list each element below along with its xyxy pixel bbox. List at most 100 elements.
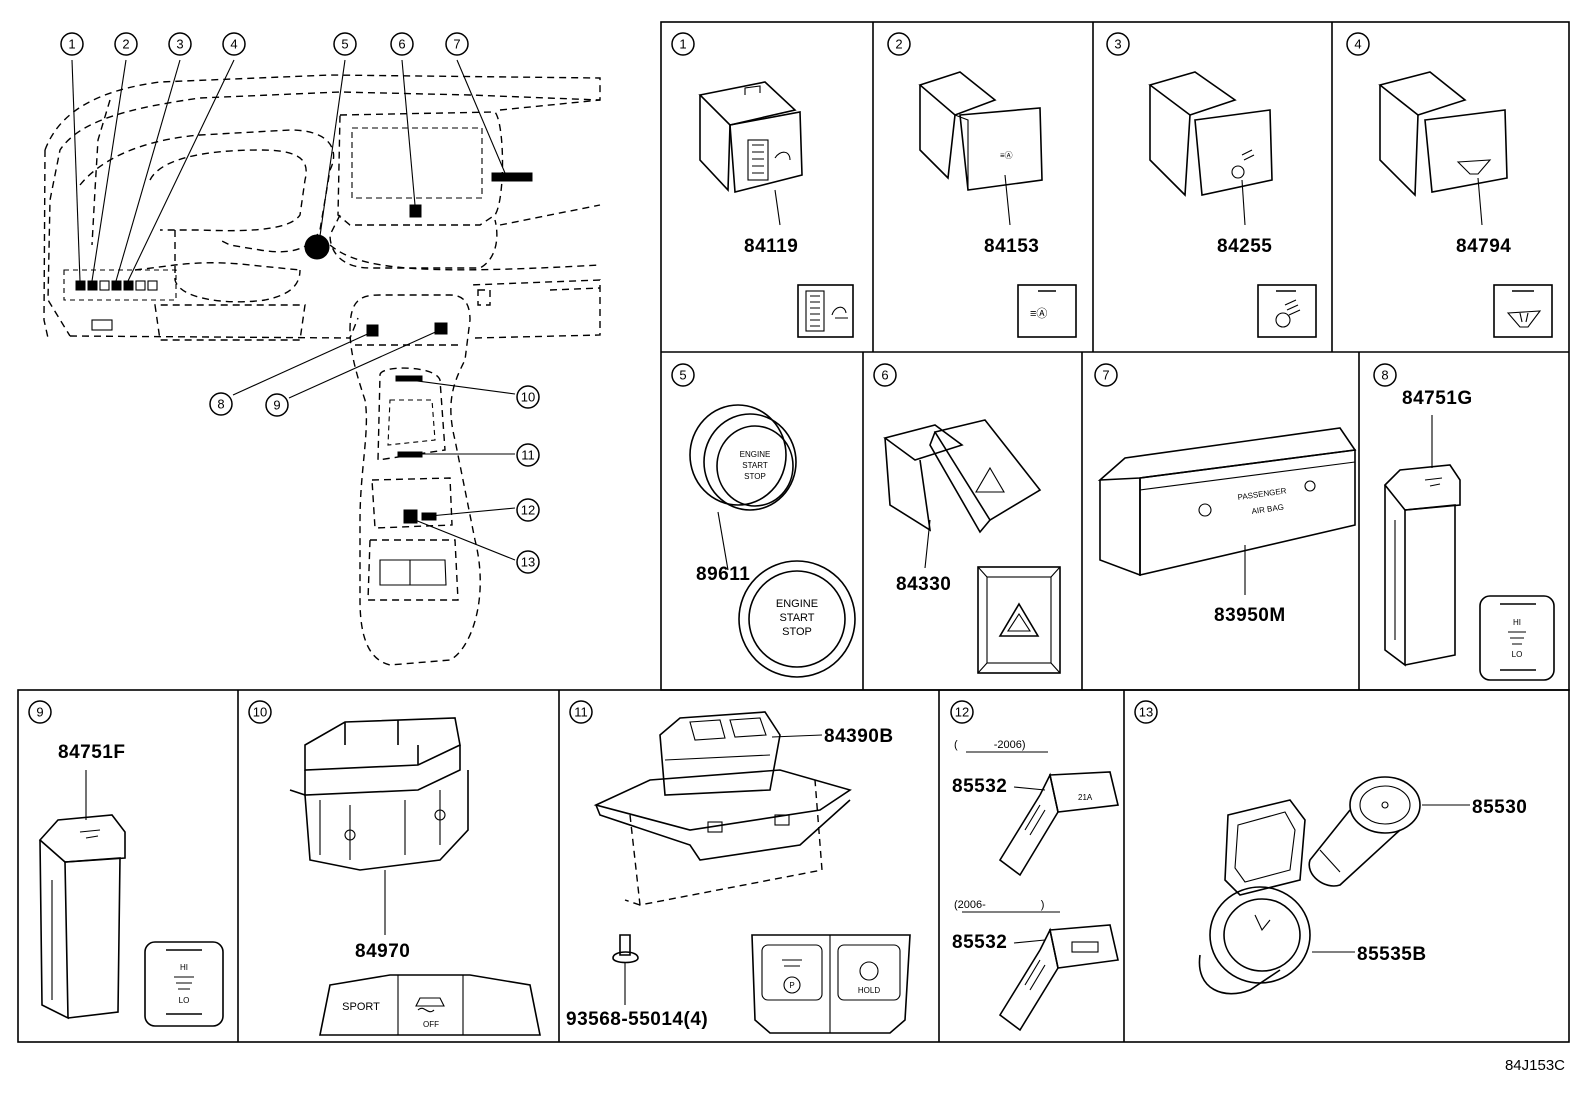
seat-heater-switch-f-illustration (38, 814, 126, 1020)
panel-8-number: 8 (1381, 368, 1388, 383)
sport-switch-face: SPORT OFF (319, 974, 541, 1036)
part-number-85530: 85530 (1472, 797, 1527, 818)
panel-12-number: 12 (955, 705, 969, 720)
start-label-3d: START (742, 461, 768, 470)
panel-1-number: 1 (679, 37, 686, 52)
hi-label-g: HI (1513, 618, 1521, 627)
callout-3: 3 (176, 37, 183, 52)
start-button-face: ENGINE START STOP (738, 560, 856, 678)
hazard-switch-illustration (883, 419, 1042, 534)
switch-84153-face: ≡Ⓐ (1017, 284, 1077, 338)
lo-label-g: LO (1512, 650, 1523, 659)
bolt-illustration (612, 934, 639, 964)
panel-12: 12 ( -2006) 85532 21A (2006- ) 85532 (950, 700, 1119, 1032)
epb-switch-illustration (593, 711, 852, 861)
panel-13-number: 13 (1139, 705, 1153, 720)
switch-84119-illustration (698, 81, 803, 194)
stop-label-3d: STOP (744, 472, 766, 481)
part-number-85532-a: 85532 (952, 776, 1007, 797)
callout-2: 2 (122, 37, 129, 52)
panel-4: 4 84794 (1346, 32, 1553, 338)
range-after-2006: (2006- ) (954, 899, 1044, 911)
panel-5-number: 5 (679, 368, 686, 383)
range-before-2006: ( -2006) (954, 739, 1026, 751)
callout-4: 4 (230, 37, 237, 52)
panel-8: 8 84751G HI LO (1373, 363, 1555, 681)
socket-b-illustration (998, 924, 1119, 1032)
part-number-84751G: 84751G (1402, 388, 1473, 409)
hold-label: HOLD (858, 986, 880, 995)
callout-10: 10 (521, 390, 535, 405)
panel-13: 13 85530 85535B (1134, 700, 1527, 995)
start-label: START (779, 612, 814, 624)
part-number-84390B: 84390B (824, 726, 894, 747)
panel-9-number: 9 (36, 705, 43, 720)
panel-2-number: 2 (895, 37, 902, 52)
off-label: OFF (423, 1020, 439, 1029)
callout-6: 6 (398, 37, 405, 52)
start-button-illustration: ENGINE START STOP (689, 404, 797, 511)
passenger-label: PASSENGER (1237, 486, 1287, 502)
callout-11: 11 (521, 448, 535, 463)
callout-13: 13 (521, 555, 535, 570)
engine-label: ENGINE (776, 598, 818, 610)
part-number-84153: 84153 (984, 236, 1039, 257)
panel-6: 6 84330 (873, 363, 1061, 674)
panel-3-number: 3 (1114, 37, 1121, 52)
diagram-code: 84J153C (1505, 1057, 1565, 1074)
switch-84794-illustration (1378, 71, 1508, 197)
panel-3: 3 84255 (1106, 32, 1317, 338)
part-number-84119: 84119 (744, 236, 798, 257)
part-number-85535B: 85535B (1357, 944, 1427, 965)
seat-heater-switch-f-face: HI LO (144, 941, 224, 1027)
switch-84255-face (1257, 284, 1317, 338)
hazard-switch-face (977, 566, 1061, 674)
sport-label: SPORT (342, 1001, 380, 1013)
callout-8: 8 (217, 397, 224, 412)
panel-2: 2 ≡Ⓐ 84153 ≡Ⓐ (887, 32, 1077, 338)
stop-label: STOP (782, 626, 812, 638)
lo-label-f: LO (179, 996, 190, 1005)
callout-1: 1 (68, 37, 75, 52)
panel-9: 9 84751F HI LO (28, 700, 224, 1027)
panel-grid (17, 21, 1570, 1043)
hi-label-f: HI (180, 963, 188, 972)
part-number-84255: 84255 (1217, 236, 1272, 257)
socket-cover-illustration (1198, 799, 1311, 995)
part-number-85532-b: 85532 (952, 932, 1007, 953)
panel-4-number: 4 (1354, 37, 1361, 52)
panel-11: 11 84390B 93568-55014(4) P (566, 700, 911, 1034)
part-number-84794: 84794 (1456, 236, 1511, 257)
airbag-label: AIR BAG (1251, 503, 1284, 516)
callout-5: 5 (341, 37, 348, 52)
airbag-indicator-illustration: PASSENGER AIR BAG (1097, 427, 1357, 577)
switch-84794-face (1493, 284, 1553, 338)
seat-heater-switch-g-face: HI LO (1479, 595, 1555, 681)
panel-1: 1 84119 (671, 32, 854, 338)
socket-a-illustration: 21A (998, 771, 1119, 877)
sport-switch-illustration (289, 717, 469, 871)
panel-7: 7 PASSENGER AIR BAG 83950M (1094, 363, 1357, 626)
bolt-part-number: 93568-55014(4) (566, 1009, 708, 1030)
part-number-83950M: 83950M (1214, 605, 1286, 626)
part-number-84751F: 84751F (58, 742, 125, 763)
switch-84119-face (797, 284, 854, 338)
part-number-89611: 89611 (696, 564, 750, 585)
callout-9: 9 (273, 398, 280, 413)
part-number-84970: 84970 (355, 941, 410, 962)
part-number-84330: 84330 (896, 574, 951, 595)
switch-84153-illustration: ≡Ⓐ (918, 71, 1043, 191)
power-outlet-illustration (1308, 776, 1421, 887)
panel-11-number: 11 (574, 705, 588, 720)
svg-text:21A: 21A (1078, 793, 1093, 802)
callout-7: 7 (453, 37, 460, 52)
panel-10-number: 10 (253, 705, 267, 720)
svg-text:≡Ⓐ: ≡Ⓐ (1030, 307, 1047, 320)
engine-label-3d: ENGINE (740, 450, 771, 459)
overview-dashboard (43, 59, 601, 666)
svg-text:P: P (789, 981, 794, 990)
panel-10: 10 84970 SPORT OFF (248, 700, 541, 1036)
epb-switch-face: P HOLD (751, 934, 911, 1034)
svg-text:≡Ⓐ: ≡Ⓐ (1000, 151, 1013, 160)
